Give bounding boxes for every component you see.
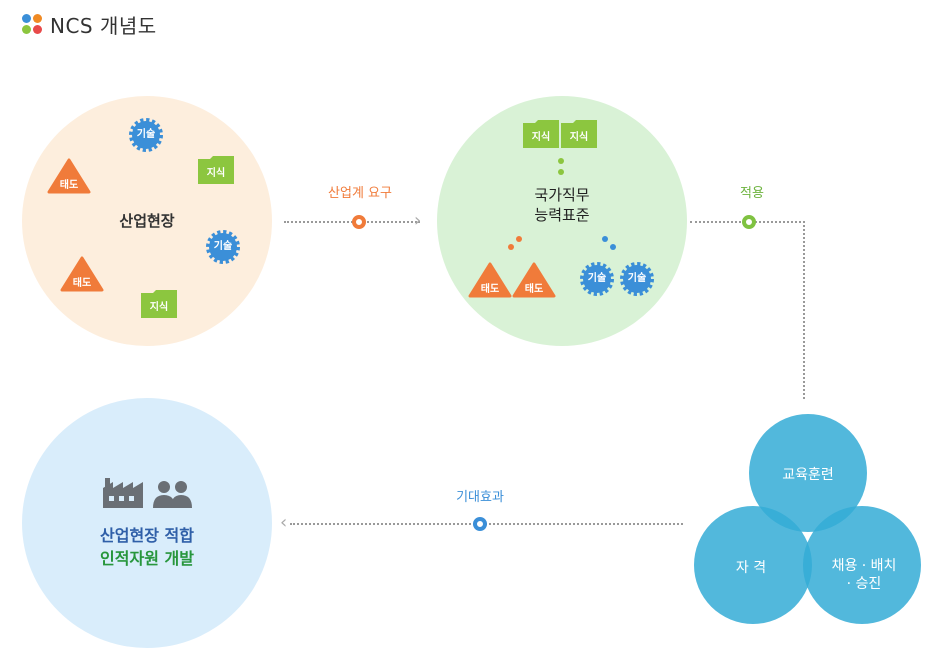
attitude-token: 태도 — [60, 256, 104, 292]
dot-icon — [610, 244, 616, 250]
dot-icon — [516, 236, 522, 242]
triangle-icon — [512, 262, 556, 298]
folder-icon — [198, 156, 234, 184]
folder-icon — [561, 120, 597, 148]
people-icon — [151, 480, 193, 512]
outcome-line2: 인적자원 개발 — [100, 549, 194, 568]
dotted-connector — [803, 221, 805, 399]
skill-token: 기술 — [127, 116, 165, 154]
expected-effect-label: 기대효과 — [456, 490, 504, 505]
connector-node-icon — [742, 215, 756, 229]
page-title: NCS 개념도 — [50, 14, 157, 38]
gear-icon — [129, 118, 163, 152]
hr-development-circle — [22, 398, 272, 648]
industry-demand-label: 산업계 요구 — [328, 186, 392, 201]
knowledge-token: 지식 — [141, 290, 177, 318]
attitude-token: 태도 — [512, 262, 556, 298]
skill-token: 기술 — [618, 260, 656, 298]
outcome-line1: 산업현장 적합 — [100, 526, 194, 545]
factory-icon — [103, 474, 143, 512]
connector-node-icon — [352, 215, 366, 229]
skill-token: 기술 — [204, 228, 242, 266]
venn-right-label-line2: · 승진 — [846, 576, 882, 592]
industry-label: 산업현장 — [119, 212, 175, 230]
chevron-right-icon: › — [414, 210, 422, 231]
venn-certification-circle — [694, 506, 812, 624]
apply-label: 적용 — [740, 186, 764, 201]
venn-right-label-line1: 채용 · 배치 — [831, 558, 897, 574]
knowledge-token: 지식 — [561, 120, 597, 148]
dot-icon — [602, 236, 608, 242]
folder-icon — [523, 120, 559, 148]
skill-token: 기술 — [578, 260, 616, 298]
folder-icon — [141, 290, 177, 318]
triangle-icon — [47, 158, 91, 194]
connector-node-icon — [473, 517, 487, 531]
dot-icon — [558, 169, 564, 175]
ncs-label-line1: 국가직무 — [534, 186, 590, 204]
venn-top-label: 교육훈련 — [782, 467, 834, 483]
attitude-token: 태도 — [47, 158, 91, 194]
logo-dots-icon — [22, 13, 44, 36]
gear-icon — [206, 230, 240, 264]
knowledge-token: 지식 — [523, 120, 559, 148]
triangle-icon — [60, 256, 104, 292]
triangle-icon — [468, 262, 512, 298]
venn-left-label: 자 격 — [735, 560, 767, 576]
gear-icon — [620, 262, 654, 296]
chevron-left-icon: ‹ — [280, 512, 288, 533]
dot-icon — [558, 158, 564, 164]
knowledge-token: 지식 — [198, 156, 234, 184]
attitude-token: 태도 — [468, 262, 512, 298]
gear-icon — [580, 262, 614, 296]
ncs-label-line2: 능력표준 — [534, 206, 590, 224]
dot-icon — [508, 244, 514, 250]
title-row: NCS 개념도 — [22, 10, 157, 39]
venn-hiring-circle — [803, 506, 921, 624]
